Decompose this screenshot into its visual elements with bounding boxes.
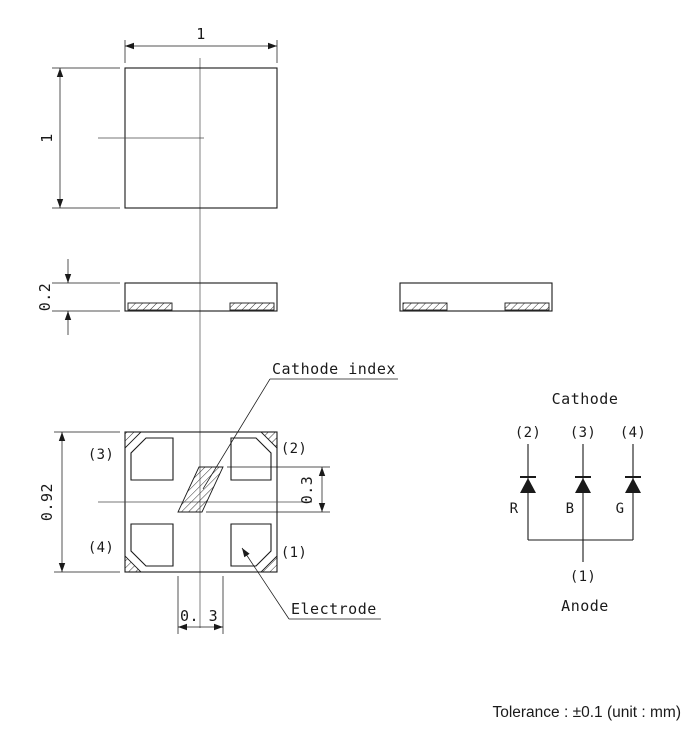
diode-symbol-red — [520, 476, 536, 493]
pad-label-3: (3) — [88, 447, 114, 463]
diode-symbol-green — [625, 476, 641, 493]
diode-triangle — [575, 478, 591, 493]
dim-index-height: 0.3 — [206, 466, 330, 513]
leader-line — [202, 378, 271, 490]
cathode-index-label: Cathode index — [272, 360, 396, 378]
bottom-view: (3) (2) (4) (1) — [88, 431, 312, 573]
diode-name-g: G — [616, 501, 625, 517]
electrode-pad-2 — [230, 437, 272, 481]
diode-symbol-blue — [575, 476, 591, 493]
dim-bottom-height: 0.92 — [38, 431, 120, 573]
side-view-front — [124, 282, 278, 312]
cathode-index-mark — [177, 466, 224, 513]
dim-width-value: 1 — [196, 25, 206, 43]
callout-cathode-index: Cathode index — [202, 360, 398, 490]
dim-index-width: 0. 3 — [177, 576, 224, 634]
dim-index-width-value: 0. 3 — [180, 607, 218, 625]
electrode-label: Electrode — [291, 600, 377, 618]
corner-castellation — [124, 431, 143, 450]
dim-height-value: 1 — [38, 133, 56, 143]
pad-label-2: (2) — [281, 441, 307, 457]
diode-name-b: B — [566, 501, 575, 517]
circuit-diagram: Cathode (2) (3) (4) R B G (1) Anode — [510, 390, 646, 615]
circuit-anode-label: Anode — [561, 597, 609, 615]
side-view-outline — [124, 282, 278, 312]
corner-castellation — [259, 554, 278, 573]
circuit-cathode-label: Cathode — [552, 390, 619, 408]
diode-triangle — [625, 478, 641, 493]
dim-thickness: 0.2 — [36, 259, 120, 335]
circuit-pin-2: (2) — [515, 425, 541, 441]
corner-castellation — [259, 431, 278, 450]
electrode-pad-1 — [230, 523, 272, 567]
side-electrode-pad — [127, 302, 173, 311]
callout-electrode: Electrode — [241, 547, 381, 620]
electrode-pad-4 — [130, 523, 174, 567]
dim-bottom-height-value: 0.92 — [38, 483, 56, 521]
dim-top-height: 1 — [38, 67, 120, 209]
dim-top-width: 1 — [124, 25, 278, 63]
circuit-pin-3: (3) — [570, 425, 596, 441]
leader-line — [241, 547, 290, 620]
dim-index-height-value: 0.3 — [298, 476, 316, 505]
pad-label-4: (4) — [88, 540, 114, 556]
pad-label-1: (1) — [281, 545, 307, 561]
diode-name-r: R — [510, 501, 519, 517]
tolerance-note: Tolerance : ±0.1 (unit : mm) — [492, 704, 681, 721]
circuit-pin-4: (4) — [620, 425, 646, 441]
top-view — [98, 67, 278, 209]
side-electrode-pad — [229, 302, 275, 311]
side-view-outline — [399, 282, 553, 312]
side-electrode-pad — [402, 302, 448, 311]
side-electrode-pad — [504, 302, 550, 311]
dim-thickness-value: 0.2 — [36, 283, 54, 312]
corner-castellation — [124, 554, 143, 573]
diode-triangle — [520, 478, 536, 493]
electrode-pad-3 — [130, 437, 174, 481]
side-view-side — [399, 282, 553, 312]
circuit-anode-pin: (1) — [570, 569, 596, 585]
